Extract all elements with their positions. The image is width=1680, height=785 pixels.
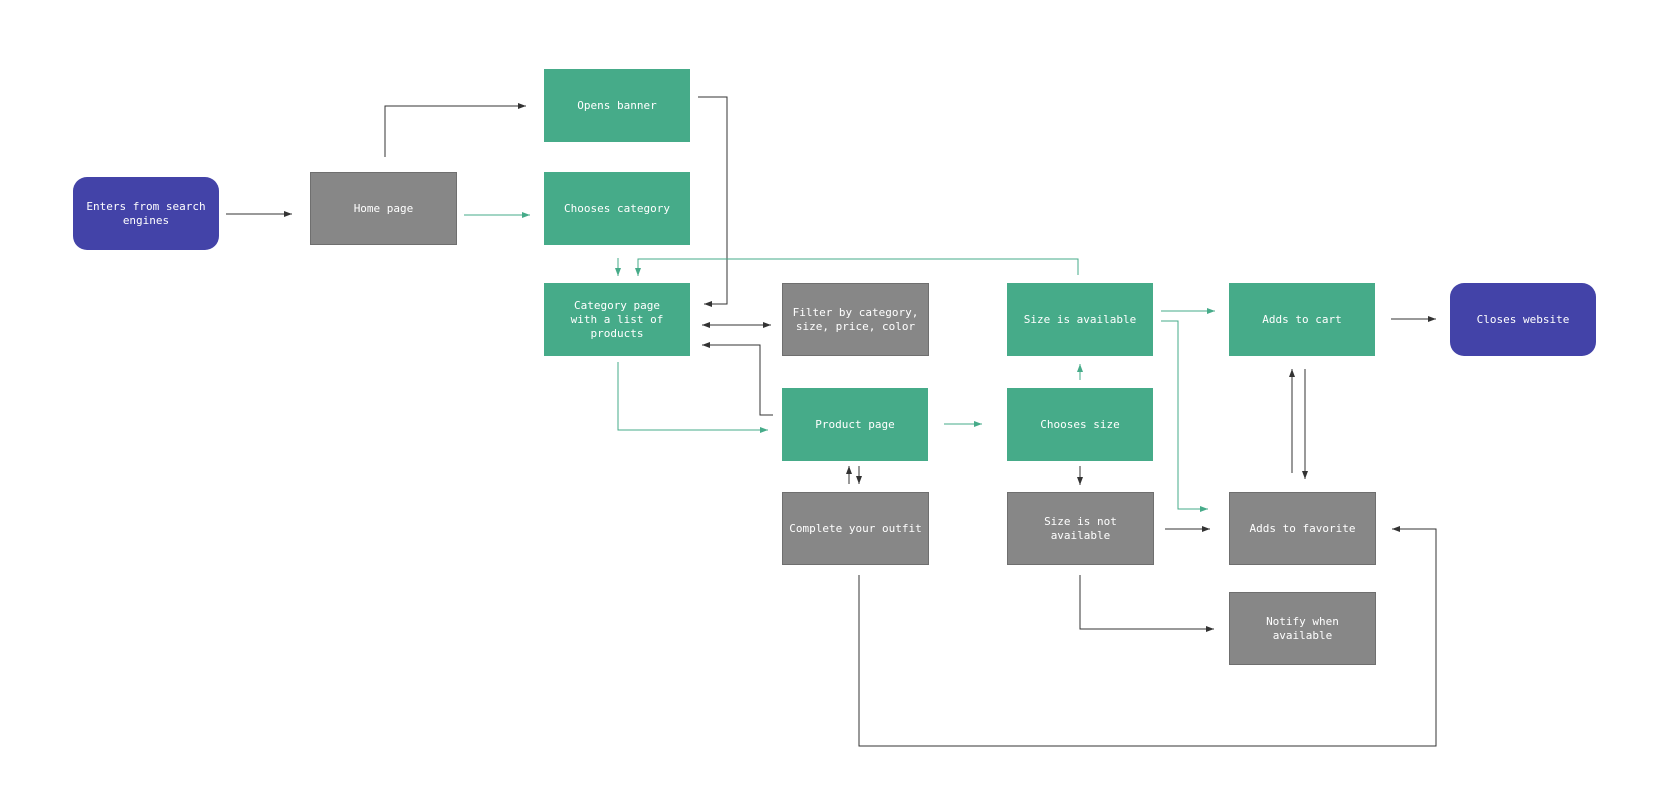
node-opens-banner: Opens banner [544, 69, 690, 142]
arrow-notavailable-notify [1079, 575, 1214, 632]
node-adds-to-favorite: Adds to favorite [1229, 492, 1376, 565]
node-chooses-size: Chooses size [1007, 388, 1153, 461]
node-adds-to-cart: Adds to cart [1229, 283, 1375, 356]
node-product-page: Product page [782, 388, 928, 461]
node-enters-from-search-engines: Enters from search engines [73, 177, 219, 250]
arrow-categorypage-product [617, 362, 768, 433]
node-size-is-not-available: Size is not available [1007, 492, 1154, 565]
node-home-page: Home page [310, 172, 457, 245]
arrow-available-favorite [1161, 320, 1208, 512]
arrow-sizeavailable-categorypage [635, 258, 1079, 276]
node-notify-when-available: Notify when available [1229, 592, 1376, 665]
node-chooses-category: Chooses category [544, 172, 690, 245]
arrow-outfit-favorite [858, 526, 1437, 747]
arrow-product-categorypage [702, 342, 773, 416]
node-filter: Filter by category, size, price, color [782, 283, 929, 356]
arrow-banner-categorypage [698, 96, 728, 307]
node-complete-your-outfit: Complete your outfit [782, 492, 929, 565]
node-size-is-available: Size is available [1007, 283, 1153, 356]
arrow-home-banner [384, 103, 526, 157]
node-closes-website: Closes website [1450, 283, 1596, 356]
node-category-page: Category page with a list of products [544, 283, 690, 356]
